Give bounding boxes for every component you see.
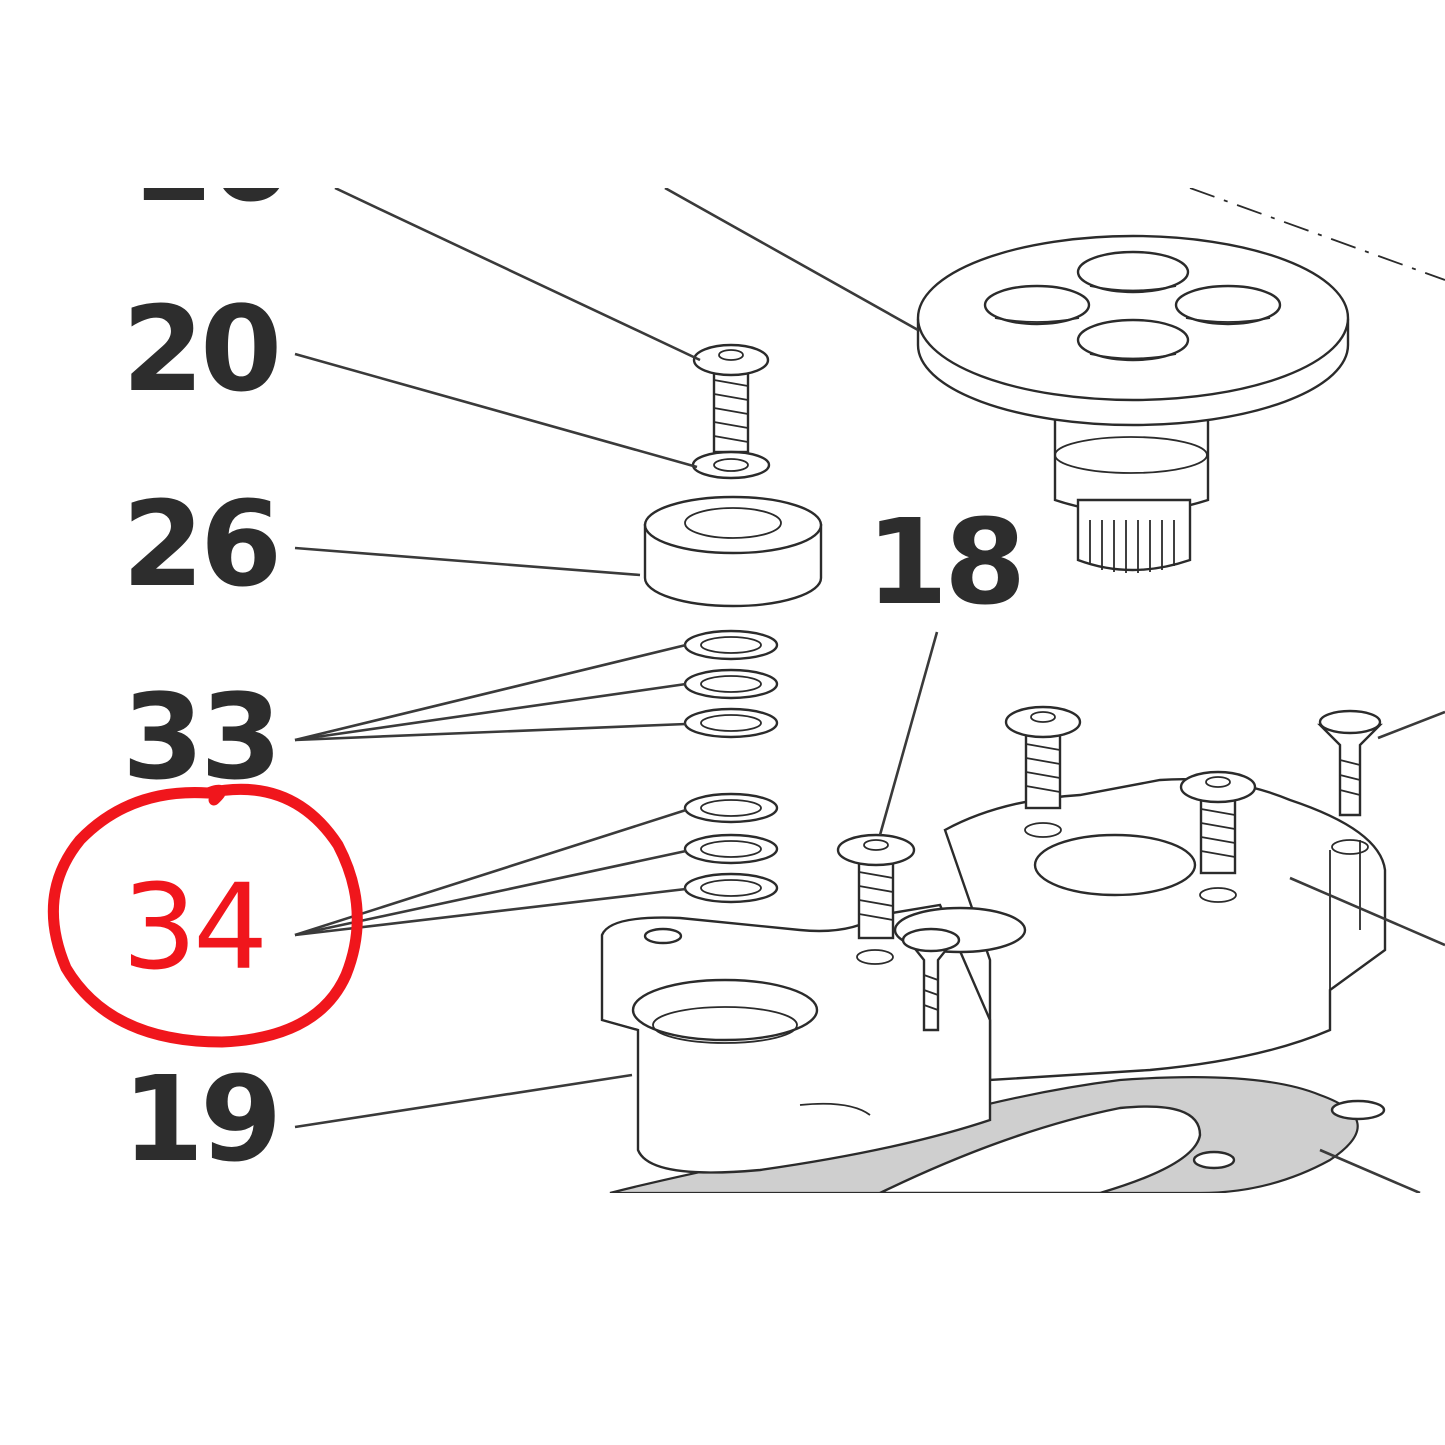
leader-line-19 [294,1073,633,1129]
bearing-part [643,495,823,608]
leader-line-right-2 [1289,876,1445,947]
center-line [1189,188,1445,281]
leader-line-20 [294,352,698,469]
gear-plate-part [916,234,1350,573]
shim-group-34 [683,792,779,904]
leader-line-33a [294,643,687,742]
callout-label-18: 18 [866,493,1022,631]
screw-back-right [1179,770,1257,875]
screw-countersunk-back [1317,709,1383,855]
leader-line-16 [334,188,701,362]
callout-label-20: 20 [122,280,278,418]
callout-label-19: 19 [122,1050,278,1188]
washer-part [691,450,771,480]
highlight-circle [47,783,363,1048]
screw-18-part [836,833,916,940]
leader-line-right-3 [1319,1148,1421,1193]
leader-line-gear-plate [664,188,919,332]
shim-group-33 [683,629,779,739]
callout-label-26: 26 [122,475,278,613]
hole-marker [1024,822,1062,838]
screw-top-part [692,343,770,454]
leader-line-33c [294,722,687,742]
leader-line-33b [294,682,687,742]
housing-part [600,777,1387,1193]
leader-line-26 [294,546,641,577]
screw-countersunk-front [901,927,961,1032]
callout-label-33: 33 [122,668,278,806]
leader-line-right-1 [1377,710,1445,740]
hole-marker [1199,887,1237,903]
callout-label-34: 34 [122,858,264,996]
screw-back-left [1004,705,1082,810]
leader-line-18 [878,631,939,836]
callout-label-top: 16 [130,90,286,228]
